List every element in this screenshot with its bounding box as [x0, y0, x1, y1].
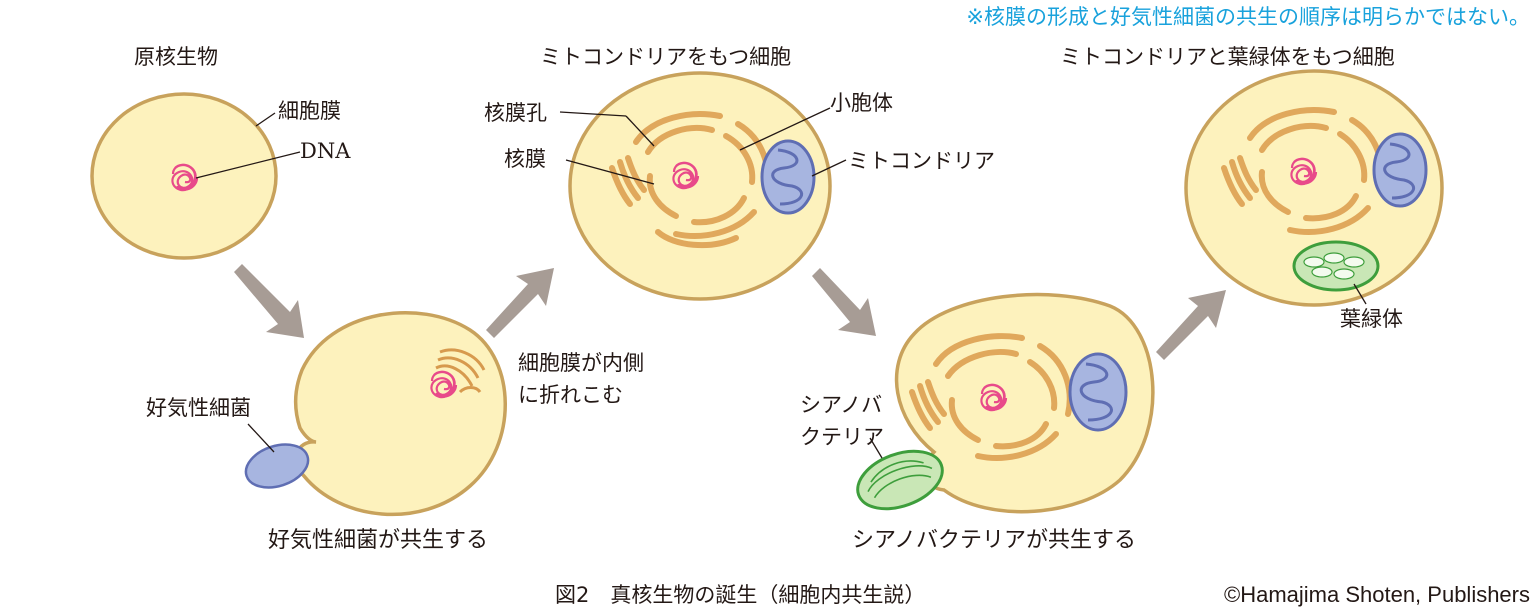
plant-cell-membrane [1184, 69, 1444, 307]
symbiosis-cell-2 [856, 292, 1155, 514]
prokaryote-title: 原核生物 [134, 45, 218, 69]
arrow-1 [234, 264, 304, 338]
infolding-label-line2: に折れこむ [518, 383, 623, 407]
plant-cell [1184, 69, 1444, 307]
leader-pore-2 [625, 115, 655, 147]
cyano-label-line1: シアノバ [800, 393, 883, 417]
leader-membrane [255, 112, 276, 127]
cyano-label-line2: クテリア [800, 425, 884, 449]
aerobic-bacterium-label: 好気性細菌 [146, 396, 251, 420]
plant-cell-title: ミトコンドリアと葉緑体をもつ細胞 [1060, 45, 1395, 69]
nuclear-envelope-label: 核膜 [504, 147, 546, 171]
arrow-2 [486, 268, 554, 338]
mitochondrion-label: ミトコンドリア [848, 149, 995, 173]
order-note: ※核膜の形成と好気性細菌の共生の順序は明らかではない。 [966, 5, 1530, 29]
plant-cell-mitochondrion [1372, 132, 1428, 208]
leader-dna [195, 151, 301, 179]
chloroplast [1292, 240, 1380, 292]
leader-aerobic [247, 423, 275, 453]
membrane-label: 細胞膜 [278, 99, 341, 123]
figure-caption: 図2 真核生物の誕生（細胞内共生説） [555, 583, 926, 607]
dna-label: DNA [300, 139, 351, 163]
copyright-notice: ©Hamajima Shoten, Publishers [1223, 582, 1530, 607]
symbiosis-2-er [909, 333, 1073, 461]
symbiosis-2-membrane [894, 292, 1155, 514]
chloroplast-label: 葉緑体 [1340, 307, 1403, 331]
aerobe-symbiosis-caption: 好気性細菌が共生する [268, 528, 489, 553]
aerobic-bacterium [244, 443, 310, 489]
mito-cell-er [609, 111, 771, 249]
symbiosis-1-membrane [294, 311, 507, 517]
leader-envelope [565, 159, 655, 185]
cyano-symbiosis-caption: シアノバクテリアが共生する [852, 528, 1137, 553]
leader-mito [811, 159, 847, 177]
mito-cell-membrane [568, 71, 832, 301]
leader-cyano [869, 437, 883, 459]
infolding-membrane [435, 348, 486, 394]
vesicle-label: 小胞体 [830, 91, 893, 115]
prokaryote-membrane [90, 92, 278, 260]
mito-cell [559, 71, 847, 301]
arrow-3 [812, 268, 876, 336]
mito-cell-title: ミトコンドリアをもつ細胞 [540, 45, 792, 69]
leader-pore [559, 111, 627, 117]
cyanobacterium [856, 449, 944, 511]
arrow-4 [1156, 290, 1226, 360]
nuclear-pore-label: 核膜孔 [484, 101, 547, 125]
symbiosis-cell-1 [244, 311, 507, 517]
mitochondrion [760, 139, 816, 215]
leader-vesicle [739, 107, 831, 151]
prokaryote-cell [90, 92, 301, 260]
infolding-label-line1: 細胞膜が内側 [518, 351, 644, 375]
leader-chloroplast [1353, 283, 1367, 305]
symbiosis-2-mitochondrion [1068, 352, 1128, 432]
